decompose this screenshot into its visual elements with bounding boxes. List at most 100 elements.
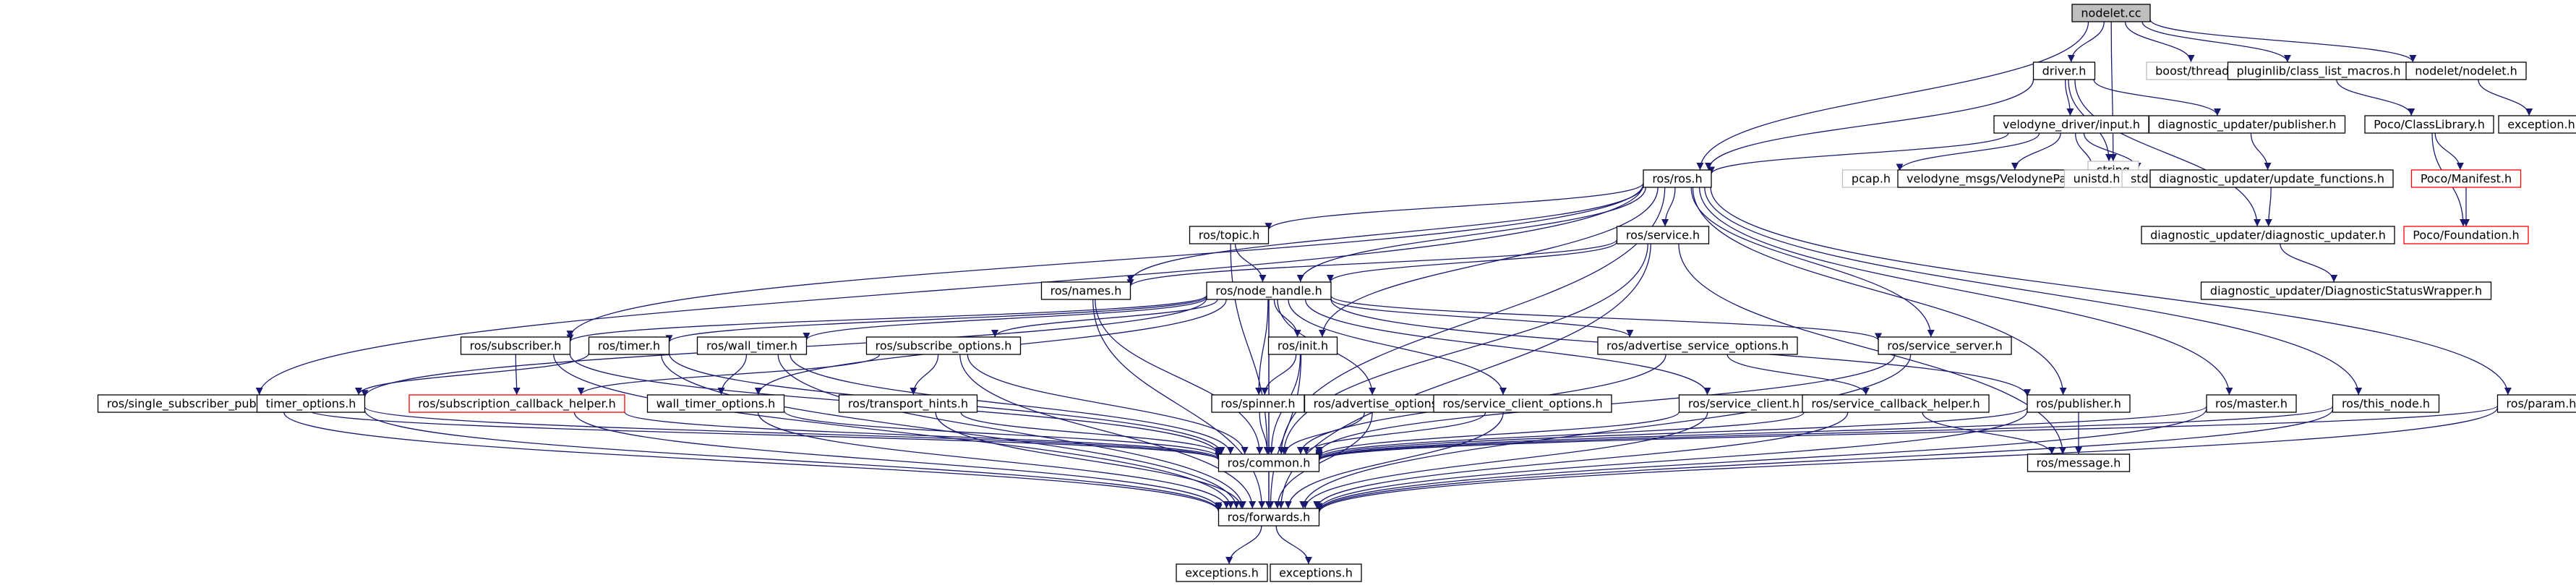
- node-driver-h[interactable]: driver.h: [2032, 61, 2096, 80]
- node-diag-update-fn[interactable]: diagnostic_updater/update_functions.h: [2149, 169, 2394, 188]
- edge-ros-sub-opts-to-ros-sub-cb-helper: [577, 354, 881, 396]
- node-box: [2403, 226, 2529, 244]
- node-poco-foundation[interactable]: Poco/Foundation.h: [2403, 226, 2529, 244]
- node-label: ros/advertise_service_options.h: [1606, 339, 1789, 354]
- node-ros-svc-server[interactable]: ros/service_server.h: [1878, 336, 2012, 355]
- edge-velodyne-input-to-pcap: [1896, 132, 2040, 171]
- node-box: [1643, 169, 1712, 188]
- node-label: ros/subscribe_options.h: [876, 339, 1012, 354]
- node-label: nodelet.cc: [2081, 7, 2141, 20]
- node-ros-service[interactable]: ros/service.h: [1616, 226, 1710, 244]
- node-ros-forwards[interactable]: ros/forwards.h: [1218, 508, 1320, 527]
- edge-ros-ros-to-ros-single-sub-pub: [255, 184, 1644, 396]
- edge-ros-wall-timer-to-ros-forwards: [777, 354, 1246, 509]
- node-nodelet-cc[interactable]: nodelet.cc: [2071, 4, 2151, 22]
- node-poco-classlib[interactable]: Poco/ClassLibrary.h: [2364, 115, 2494, 134]
- edge-ros-ros-to-ros-service: [1661, 187, 1676, 227]
- node-label: ros/service.h: [1626, 229, 1700, 242]
- edge-ros-service-to-ros-forwards: [1277, 243, 1651, 509]
- edge-ros-single-sub-pub-to-ros-common: [306, 409, 1223, 461]
- edge-nodelet-nodelet-to-exception-h: [2478, 79, 2533, 116]
- node-diag-updater[interactable]: diagnostic_updater/diagnostic_updater.h: [2141, 226, 2395, 244]
- node-ros-subscriber[interactable]: ros/subscriber.h: [460, 336, 571, 355]
- node-exception-h[interactable]: exception.h: [2498, 115, 2576, 134]
- edge-wall-timer-opts-to-ros-forwards: [757, 412, 1231, 509]
- node-ros-common[interactable]: ros/common.h: [1218, 453, 1320, 472]
- edge-ros-forwards-to-exceptions-b: [1275, 525, 1312, 565]
- node-velodyne-input[interactable]: velodyne_driver/input.h: [1993, 115, 2149, 134]
- node-box: [1802, 394, 1990, 413]
- edge-ros-node-handle-to-ros-subscriber: [566, 294, 1207, 343]
- edge-ros-init-to-ros-forwards: [1267, 354, 1302, 509]
- node-box: [2206, 394, 2297, 413]
- node-ros-master[interactable]: ros/master.h: [2206, 394, 2297, 413]
- node-ros-sub-opts[interactable]: ros/subscribe_options.h: [865, 336, 1022, 355]
- edge-velodyne-input-to-ros-ros: [1708, 132, 2009, 174]
- node-box: [2410, 169, 2522, 188]
- node-ros-this-node[interactable]: ros/this_node.h: [2332, 394, 2440, 413]
- node-label: exception.h: [2507, 118, 2575, 132]
- node-ros-svc-client-opts[interactable]: ros/service_client_options.h: [1433, 394, 1612, 413]
- edge-velodyne-input-to-velodyne-pkt: [2011, 132, 2061, 171]
- node-diag-publisher[interactable]: diagnostic_updater/publisher.h: [2148, 115, 2346, 134]
- node-label: velodyne_msgs/VelodynePacket.h: [1907, 172, 2102, 187]
- node-ros-param[interactable]: ros/param.h: [2496, 394, 2576, 413]
- edge-ros-spinner-to-ros-common: [1259, 412, 1271, 455]
- node-box: [865, 336, 1022, 355]
- node-box: [1270, 563, 1362, 582]
- node-ros-adv-svc-opts[interactable]: ros/advertise_service_options.h: [1597, 336, 1798, 355]
- node-box: [588, 336, 670, 355]
- node-label: ros/topic.h: [1199, 229, 1259, 242]
- edge-ros-node-handle-to-ros-init: [1273, 299, 1301, 338]
- node-box: [1040, 281, 1131, 300]
- node-box: [646, 394, 785, 413]
- edge-nodelet-cc-to-ros-ros: [1696, 21, 2089, 171]
- node-wall-timer-opts[interactable]: wall_timer_options.h: [646, 394, 785, 413]
- node-ros-topic[interactable]: ros/topic.h: [1189, 226, 1270, 244]
- node-label: ros/single_subscriber_publisher.h: [107, 397, 298, 412]
- node-timer-opts[interactable]: timer_options.h: [256, 394, 366, 413]
- edge-ros-svc-client-to-ros-forwards: [1301, 412, 1708, 509]
- node-label: ros/transport_hints.h: [848, 397, 968, 412]
- node-ros-wall-timer[interactable]: ros/wall_timer.h: [696, 336, 808, 355]
- node-exceptions-b[interactable]: exceptions.h: [1270, 563, 1362, 582]
- node-ros-spinner[interactable]: ros/spinner.h: [1211, 394, 1305, 413]
- node-ros-svc-cb-helper[interactable]: ros/service_callback_helper.h: [1802, 394, 1990, 413]
- edge-ros-ros-to-ros-init: [1318, 187, 1659, 338]
- node-ros-names[interactable]: ros/names.h: [1040, 281, 1131, 300]
- node-ros-adv-opts[interactable]: ros/advertise_options.h: [1304, 394, 1458, 413]
- node-ros-svc-client[interactable]: ros/service_client.h: [1678, 394, 1810, 413]
- node-label: ros/this_node.h: [2342, 397, 2430, 412]
- node-pcap[interactable]: pcap.h: [1841, 169, 1901, 188]
- node-nodelet-nodelet[interactable]: nodelet/nodelet.h: [2405, 61, 2527, 80]
- node-layer: nodelet.ccdriver.hstringboost/thread.hpp…: [97, 4, 2576, 582]
- node-diag-status[interactable]: diagnostic_updater/DiagnosticStatusWrapp…: [2200, 281, 2492, 300]
- node-ros-node-handle[interactable]: ros/node_handle.h: [1206, 281, 1332, 300]
- node-ros-transport-hints[interactable]: ros/transport_hints.h: [838, 394, 978, 413]
- edge-wall-timer-opts-to-ros-common: [783, 410, 1223, 458]
- node-ros-sub-cb-helper[interactable]: ros/subscription_callback_helper.h: [408, 394, 625, 413]
- node-exceptions-a[interactable]: exceptions.h: [1176, 563, 1268, 582]
- node-ros-ros[interactable]: ros/ros.h: [1643, 169, 1712, 188]
- edge-ros-names-to-ros-common: [1095, 299, 1264, 455]
- edge-ros-node-handle-to-ros-wall-timer: [803, 297, 1207, 341]
- node-label: diagnostic_updater/update_functions.h: [2159, 172, 2384, 187]
- node-ros-message[interactable]: ros/message.h: [2027, 453, 2131, 472]
- node-box: [2227, 61, 2410, 80]
- node-box: [1206, 281, 1332, 300]
- edge-ros-ros-to-ros-svc-server: [1690, 187, 1935, 338]
- edge-ros-node-handle-to-ros-spinner: [1255, 299, 1269, 396]
- node-ros-init[interactable]: ros/init.h: [1267, 336, 1338, 355]
- node-pluginlib[interactable]: pluginlib/class_list_macros.h: [2227, 61, 2410, 80]
- node-label: exceptions.h: [1185, 566, 1259, 580]
- node-label: ros/names.h: [1050, 284, 1122, 298]
- edge-ros-ros-to-ros-topic: [1265, 182, 1644, 231]
- node-unistd[interactable]: unistd.h: [2063, 169, 2130, 188]
- edge-ros-svc-cb-helper-to-ros-forwards: [1313, 412, 1849, 509]
- node-ros-publisher[interactable]: ros/publisher.h: [2027, 394, 2131, 413]
- node-label: velodyne_driver/input.h: [2003, 118, 2140, 132]
- edge-ros-param-to-ros-forwards: [1315, 407, 2499, 513]
- node-label: nodelet/nodelet.h: [2415, 64, 2517, 78]
- node-poco-manifest[interactable]: Poco/Manifest.h: [2410, 169, 2522, 188]
- node-ros-timer[interactable]: ros/timer.h: [588, 336, 670, 355]
